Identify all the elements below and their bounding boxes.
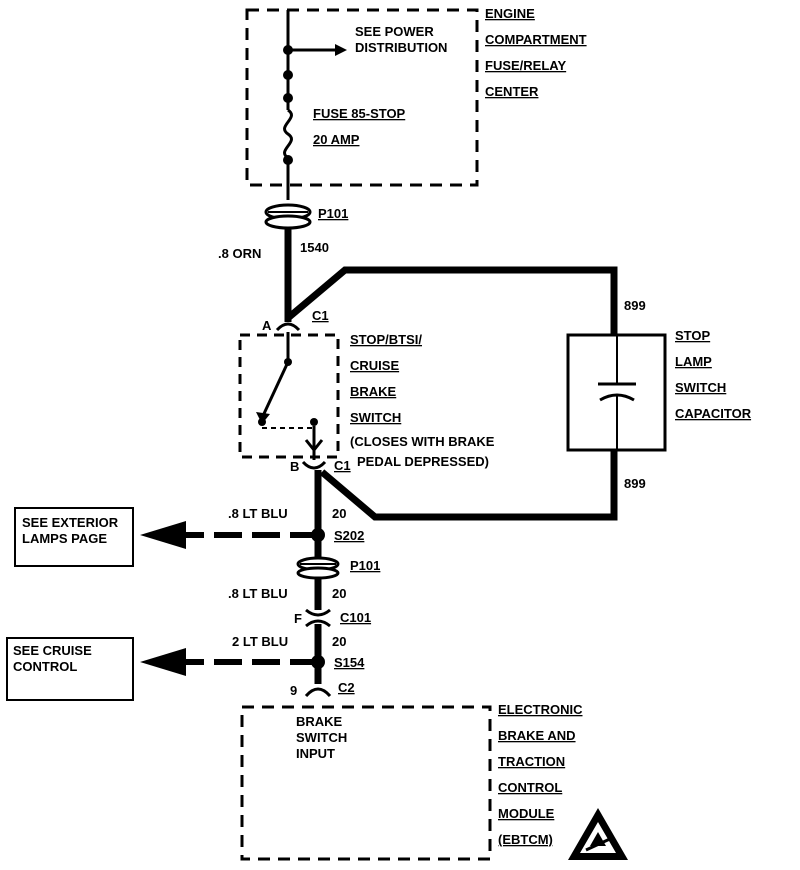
power-dist-label-2: DISTRIBUTION [355,40,447,55]
brake-switch-input-2: SWITCH [296,730,347,745]
esd-warning-icon [568,808,628,860]
ebtcm-title-1: ELECTRONIC [498,702,583,717]
switch-arrow [304,439,324,453]
see-cruise-control-2: CONTROL [13,659,77,674]
switch-contact-dot [258,418,266,426]
fuse-symbol [283,108,293,160]
s154-label: S154 [334,655,365,670]
capacitor-title-4: CAPACITOR [675,406,752,421]
c2-label: C2 [338,680,355,695]
wire-ltblu-1-gauge: .8 LT BLU [228,506,288,521]
see-cruise-control-1: SEE CRUISE [13,643,92,658]
wire-899-bottom [319,450,618,521]
capacitor-title-1: STOP [675,328,710,343]
wire-ltblu-2-circuit: 20 [332,586,346,601]
ebtcm-module-box [240,705,492,861]
see-exterior-lamps-2: LAMPS PAGE [22,531,107,546]
pin-a-label: A [262,318,272,333]
c101-label: C101 [340,610,371,625]
power-dist-arrowhead [335,44,347,56]
brake-switch-title-3: BRAKE [350,384,397,399]
brake-switch-title-2: CRUISE [350,358,399,373]
splice-dot [283,70,293,80]
brake-switch-title-4: SWITCH [350,410,401,425]
p101-mid-label: P101 [350,558,380,573]
pin-9-label: 9 [290,683,297,698]
exterior-lamps-arrowhead [140,521,186,549]
ebtcm-title-5: MODULE [498,806,555,821]
ebtcm-title-2: BRAKE AND [498,728,576,743]
cruise-control-arrowhead [140,648,186,676]
wire-orn-gauge: .8 ORN [218,246,261,261]
c1-top-label: C1 [312,308,329,323]
brake-switch-title-1: STOP/BTSI/ [350,332,422,347]
capacitor-title-2: LAMP [675,354,712,369]
connector-c2 [304,687,332,698]
connector-c101-top [305,608,331,617]
s202-label: S202 [334,528,364,543]
wire-ltblu-3-circuit: 20 [332,634,346,649]
ebtcm-title-3: TRACTION [498,754,565,769]
terminal-c1-bottom [301,460,327,470]
wire-899-top [285,266,618,335]
see-exterior-lamps-box [14,507,134,567]
pin-b-label: B [290,459,299,474]
splice-dot [283,93,293,103]
p101-top-label: P101 [318,206,348,221]
connector-c101-bottom [305,619,331,628]
brake-switch-box [238,333,340,459]
wire-ltblu-1-circuit: 20 [332,506,346,521]
capacitor-title-3: SWITCH [675,380,726,395]
switch-contact-dot [310,418,318,426]
engine-center-title-4: CENTER [485,84,539,99]
fuse-rating-label: 20 AMP [313,132,360,147]
brake-switch-input-3: INPUT [296,746,335,761]
power-dist-label-1: SEE POWER [355,24,434,39]
fuse-label: FUSE 85-STOP [313,106,406,121]
engine-center-title-2: COMPARTMENT [485,32,587,47]
switch-blade [260,361,290,419]
wire-899-bottom-label: 899 [624,476,646,491]
wire-ltblu-2-gauge: .8 LT BLU [228,586,288,601]
see-cruise-control-box [6,637,134,701]
pin-f-label: F [294,611,302,626]
terminal-c1-top [275,322,301,332]
brake-switch-note-2: PEDAL DEPRESSED) [357,454,489,469]
connector-p101-top [264,203,312,230]
switch-blade-arrowhead [256,412,270,424]
c1-bottom-label: C1 [334,458,351,473]
wire-ltblu-3-gauge: 2 LT BLU [232,634,288,649]
connector-p101-mid [296,556,340,580]
engine-compartment-box [245,8,479,187]
see-exterior-lamps-1: SEE EXTERIOR [22,515,119,530]
wire-orn-circuit: 1540 [300,240,329,255]
brake-switch-note-1: (CLOSES WITH BRAKE [350,434,495,449]
engine-center-title-3: FUSE/RELAY [485,58,566,73]
ebtcm-title-4: CONTROL [498,780,562,795]
ebtcm-title-6: (EBTCM) [498,832,553,847]
wire-899-top-label: 899 [624,298,646,313]
engine-center-title-1: ENGINE [485,6,535,21]
brake-switch-input-1: BRAKE [296,714,343,729]
